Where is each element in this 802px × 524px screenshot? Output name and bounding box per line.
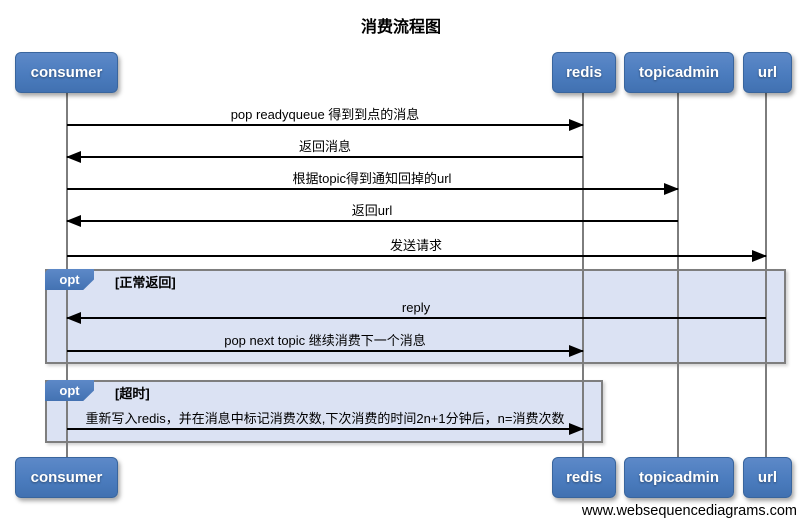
message-arrow-left-icon bbox=[66, 151, 583, 163]
lifeline-topicadmin bbox=[677, 92, 679, 458]
actor-box-consumer-top: consumer bbox=[15, 52, 118, 93]
fragment-guard-label: [超时] bbox=[115, 386, 150, 401]
actor-box-url-bottom: url bbox=[743, 457, 792, 498]
message-label: 发送请求 bbox=[389, 238, 442, 253]
watermark-text: www.websequencediagrams.com bbox=[581, 503, 797, 519]
actor-box-redis-bottom: redis bbox=[552, 457, 616, 498]
actor-box-consumer-bottom: consumer bbox=[15, 457, 118, 498]
message-arrow-right-icon bbox=[67, 250, 767, 262]
actor-box-redis-top: redis bbox=[552, 52, 616, 93]
message-arrow-left-icon bbox=[66, 215, 678, 227]
message-arrow-right-icon bbox=[67, 345, 584, 357]
message-label: pop next topic 继续消费下一个消息 bbox=[224, 333, 426, 348]
message-label: pop readyqueue 得到到点的消息 bbox=[230, 107, 420, 122]
actor-box-topicadmin-bottom: topicadmin bbox=[624, 457, 734, 498]
message-arrow-left-icon bbox=[66, 312, 766, 324]
fragment-operator-label: opt bbox=[45, 269, 94, 290]
message-label: 返回消息 bbox=[298, 139, 351, 154]
actor-box-topicadmin-top: topicadmin bbox=[624, 52, 734, 93]
lifeline-url bbox=[765, 92, 767, 458]
message-label: 根据topic得到通知回掉的url bbox=[292, 171, 452, 186]
message-label: 重新写入redis，并在消息中标记消费次数,下次消费的时间2n+1分钟后，n=消… bbox=[85, 411, 565, 426]
message-arrow-right-icon bbox=[67, 423, 584, 435]
lifeline-redis bbox=[582, 92, 584, 458]
fragment-opt-timeout bbox=[45, 380, 603, 443]
fragment-opt-normal-return bbox=[45, 269, 786, 364]
message-arrow-right-icon bbox=[67, 183, 679, 195]
diagram-title: 消费流程图 bbox=[360, 19, 441, 36]
fragment-guard-label: [正常返回] bbox=[115, 275, 176, 290]
message-arrow-right-icon bbox=[67, 119, 584, 131]
actor-box-url-top: url bbox=[743, 52, 792, 93]
fragment-operator-label: opt bbox=[45, 380, 94, 401]
message-label: reply bbox=[401, 300, 431, 315]
message-label: 返回url bbox=[351, 203, 393, 218]
